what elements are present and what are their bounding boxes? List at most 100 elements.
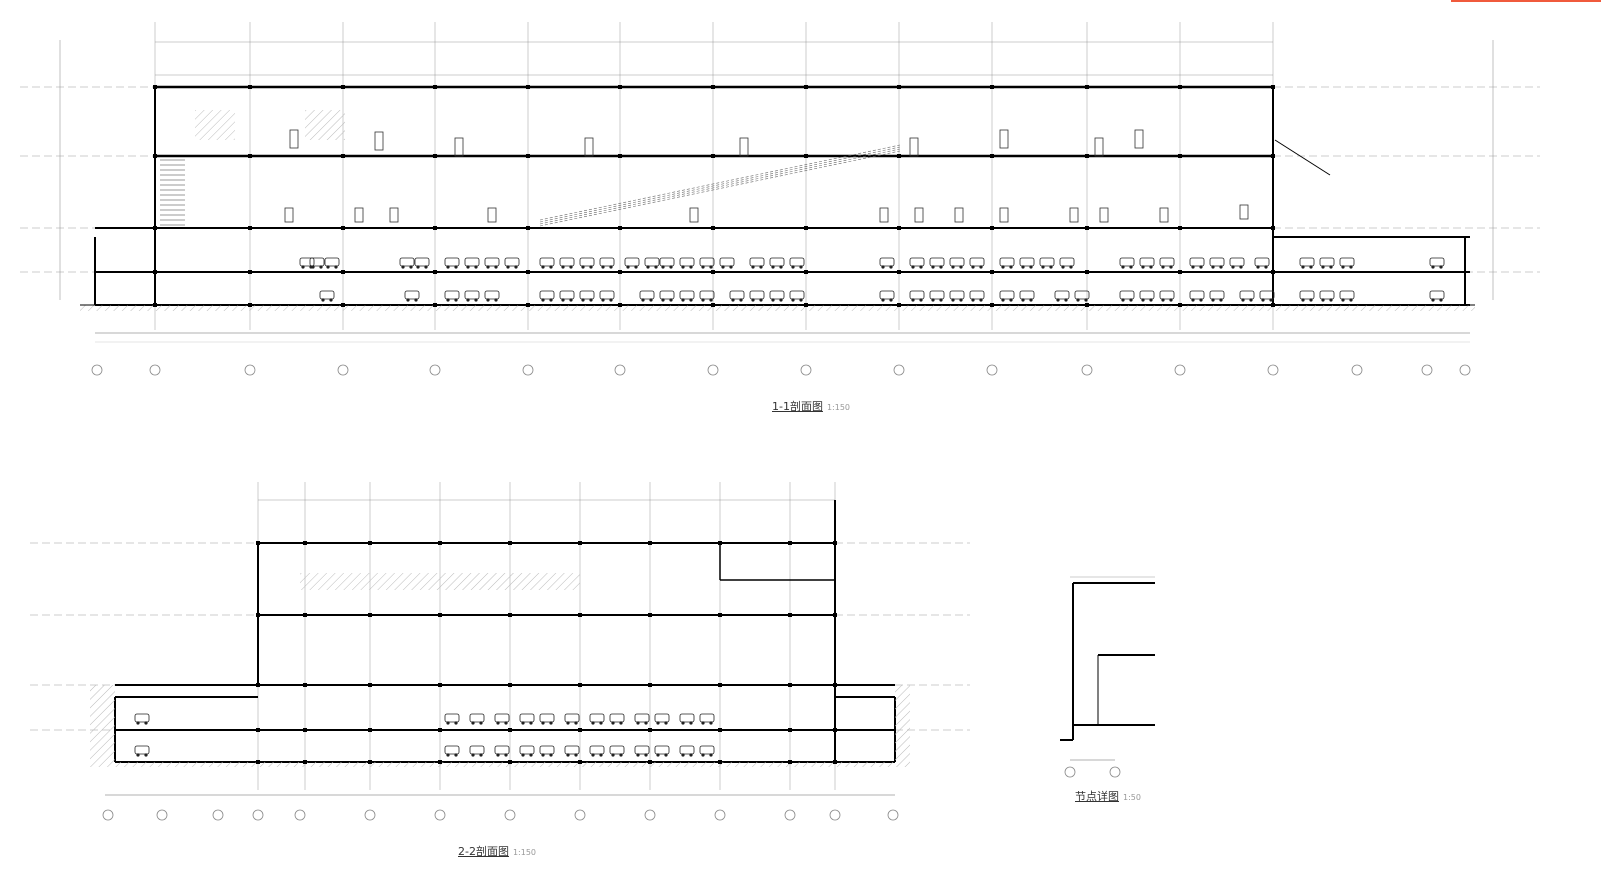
car-wheel-icon	[144, 721, 148, 725]
car-wheel-icon	[466, 298, 470, 302]
car-icon	[769, 290, 785, 300]
grid-axis-bubble	[893, 364, 905, 376]
car-wheel-icon	[521, 721, 525, 725]
grid-axis-bubble	[1459, 364, 1471, 376]
column	[256, 541, 260, 545]
car-icon	[504, 257, 520, 267]
column	[804, 85, 808, 89]
car-wheel-icon	[566, 753, 570, 757]
car-wheel-icon	[1049, 265, 1053, 269]
column	[833, 683, 837, 687]
column	[804, 226, 808, 230]
door-icon	[584, 137, 594, 157]
door-icon	[1239, 204, 1249, 220]
car-icon	[1189, 290, 1205, 300]
car-wheel-icon	[611, 721, 615, 725]
car-wheel-icon	[771, 298, 775, 302]
door-icon	[389, 207, 399, 223]
grid-axis-bubble	[244, 364, 256, 376]
door-icon	[689, 207, 699, 223]
column	[578, 683, 582, 687]
car-wheel-icon	[1301, 265, 1305, 269]
car-icon	[699, 713, 715, 723]
grid-axis-bubble	[714, 809, 726, 821]
car-icon	[969, 290, 985, 300]
car-icon	[639, 290, 655, 300]
car-wheel-icon	[466, 265, 470, 269]
car-wheel-icon	[474, 265, 478, 269]
column	[438, 613, 442, 617]
car-icon	[559, 257, 575, 267]
column	[578, 541, 582, 545]
door-icon	[454, 137, 464, 157]
car-wheel-icon	[799, 298, 803, 302]
column	[153, 85, 157, 89]
column	[341, 85, 345, 89]
car-wheel-icon	[566, 721, 570, 725]
car-wheel-icon	[779, 298, 783, 302]
car-icon	[909, 290, 925, 300]
car-wheel-icon	[454, 721, 458, 725]
car-icon	[1139, 257, 1155, 267]
car-wheel-icon	[319, 265, 323, 269]
column	[718, 613, 722, 617]
column	[1271, 226, 1275, 230]
car-wheel-icon	[1001, 298, 1005, 302]
car-icon	[634, 745, 650, 755]
car-wheel-icon	[644, 721, 648, 725]
car-icon	[1319, 290, 1335, 300]
door-icon	[999, 129, 1009, 149]
car-wheel-icon	[1269, 298, 1273, 302]
shaft-hatch	[195, 110, 235, 140]
grid-axis-bubble	[1421, 364, 1433, 376]
grid-axis-bubble	[434, 809, 446, 821]
column	[718, 683, 722, 687]
car-wheel-icon	[626, 265, 630, 269]
car-icon	[719, 257, 735, 267]
car-wheel-icon	[1349, 298, 1353, 302]
car-wheel-icon	[959, 265, 963, 269]
grid-axis-bubble	[986, 364, 998, 376]
car-wheel-icon	[479, 721, 483, 725]
car-icon	[679, 257, 695, 267]
column	[368, 728, 372, 732]
column	[833, 613, 837, 617]
car-icon	[789, 257, 805, 267]
car-icon	[679, 745, 695, 755]
car-wheel-icon	[644, 753, 648, 757]
car-wheel-icon	[759, 265, 763, 269]
car-wheel-icon	[656, 721, 660, 725]
car-wheel-icon	[1219, 265, 1223, 269]
car-icon	[599, 290, 615, 300]
car-icon	[679, 713, 695, 723]
column	[804, 154, 808, 158]
car-icon	[749, 290, 765, 300]
car-icon	[494, 745, 510, 755]
door-icon	[954, 207, 964, 223]
car-wheel-icon	[791, 298, 795, 302]
car-icon	[929, 257, 945, 267]
car-icon	[1159, 290, 1175, 300]
car-wheel-icon	[689, 298, 693, 302]
car-icon	[599, 257, 615, 267]
car-icon	[624, 257, 640, 267]
car-wheel-icon	[561, 298, 565, 302]
car-icon	[579, 257, 595, 267]
car-wheel-icon	[939, 265, 943, 269]
grid-axis-bubble	[429, 364, 441, 376]
detail-scale: 1:50	[1123, 793, 1141, 802]
car-wheel-icon	[619, 721, 623, 725]
car-wheel-icon	[1141, 298, 1145, 302]
car-wheel-icon	[661, 298, 665, 302]
car-wheel-icon	[506, 265, 510, 269]
column	[833, 760, 837, 764]
door-icon	[879, 207, 889, 223]
car-wheel-icon	[424, 265, 428, 269]
car-icon	[539, 745, 555, 755]
car-wheel-icon	[709, 265, 713, 269]
car-wheel-icon	[1121, 265, 1125, 269]
column	[711, 303, 715, 307]
car-wheel-icon	[1321, 265, 1325, 269]
car-wheel-icon	[1309, 265, 1313, 269]
